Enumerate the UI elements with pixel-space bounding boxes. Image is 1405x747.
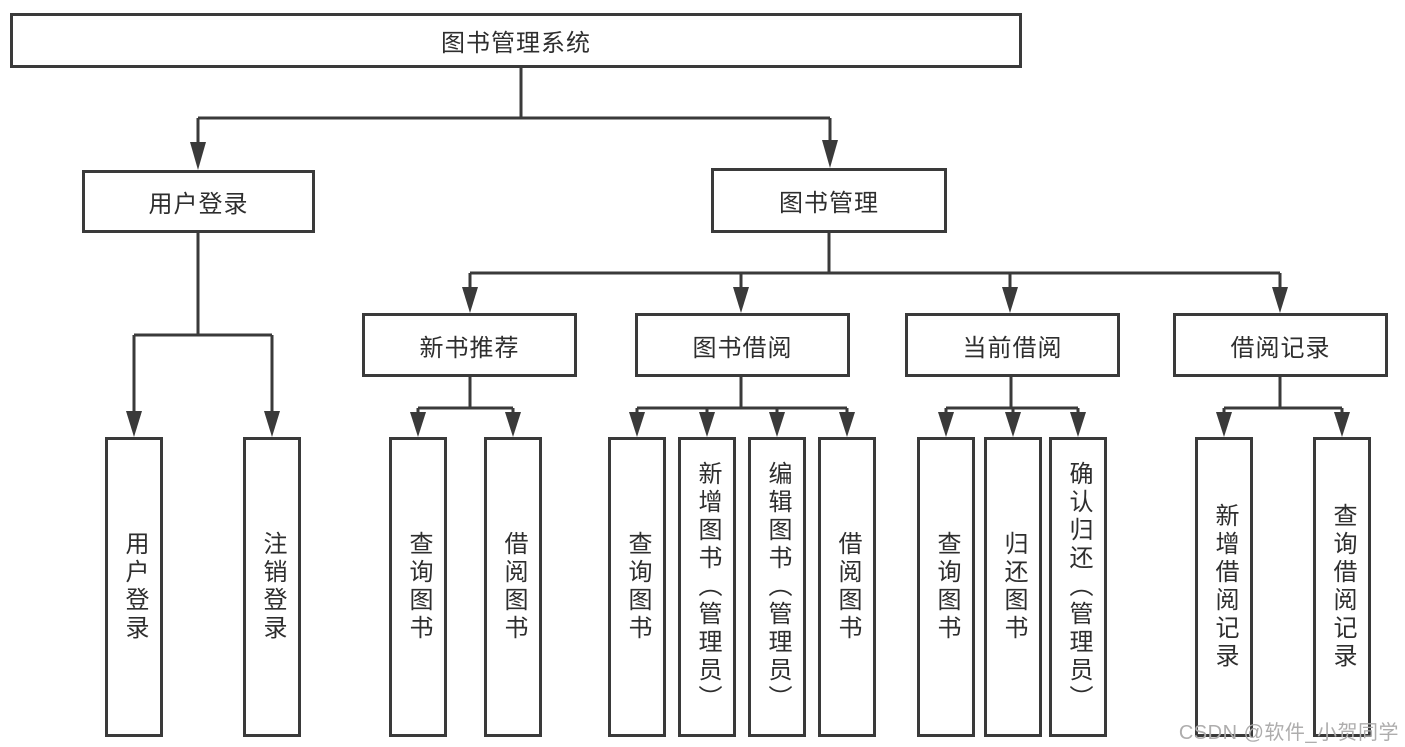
leaf-borrow-books: 借阅图书 <box>818 437 876 737</box>
node-label: 图书管理系统 <box>441 30 591 57</box>
node-label: 新增借阅记录 <box>1211 503 1238 671</box>
node-user-login: 用户登录 <box>82 170 315 233</box>
leaf-edit-books-admin: 编辑图书（管理员） <box>748 437 806 737</box>
node-label: 编辑图书（管理员） <box>764 461 791 713</box>
node-label: 借阅记录 <box>1230 334 1331 362</box>
csdn-watermark: CSDN @软件_小贺同学 <box>1178 722 1399 744</box>
node-label: 查询图书 <box>624 531 651 643</box>
node-label: 查询图书 <box>405 531 432 643</box>
leaf-borrow-books: 借阅图书 <box>484 437 542 737</box>
node-label: 图书借阅 <box>692 334 793 362</box>
node-label: 借阅图书 <box>834 531 861 643</box>
node-label: 确认归还（管理员） <box>1065 461 1092 713</box>
leaf-logout: 注销登录 <box>243 437 301 737</box>
leaf-user-login: 用户登录 <box>105 437 163 737</box>
node-borrowing-records: 借阅记录 <box>1173 313 1388 377</box>
node-label: 查询借阅记录 <box>1329 503 1356 671</box>
leaf-return-books: 归还图书 <box>984 437 1042 737</box>
leaf-query-books: 查询图书 <box>389 437 447 737</box>
node-book-borrowing: 图书借阅 <box>635 313 850 377</box>
node-label: 用户登录 <box>148 191 249 218</box>
node-label: 注销登录 <box>259 531 286 643</box>
node-new-book-recommendation: 新书推荐 <box>362 313 577 377</box>
node-label: 用户登录 <box>121 531 148 643</box>
node-label: 归还图书 <box>1000 531 1027 643</box>
leaf-query-books: 查询图书 <box>917 437 975 737</box>
node-label: 新增图书（管理员） <box>694 461 721 713</box>
leaf-add-borrow-record: 新增借阅记录 <box>1195 437 1253 737</box>
node-current-borrowing: 当前借阅 <box>905 313 1120 377</box>
node-label: 新书推荐 <box>419 334 520 362</box>
node-label: 查询图书 <box>933 531 960 643</box>
leaf-query-books: 查询图书 <box>608 437 666 737</box>
leaf-confirm-return-admin: 确认归还（管理员） <box>1049 437 1107 737</box>
node-library-management-system: 图书管理系统 <box>10 13 1022 68</box>
node-label: 借阅图书 <box>500 531 527 643</box>
node-label: 图书管理 <box>779 190 879 217</box>
leaf-add-books-admin: 新增图书（管理员） <box>678 437 736 737</box>
node-book-management: 图书管理 <box>711 168 947 233</box>
node-label: 当前借阅 <box>962 334 1063 362</box>
leaf-query-borrow-record: 查询借阅记录 <box>1313 437 1371 737</box>
